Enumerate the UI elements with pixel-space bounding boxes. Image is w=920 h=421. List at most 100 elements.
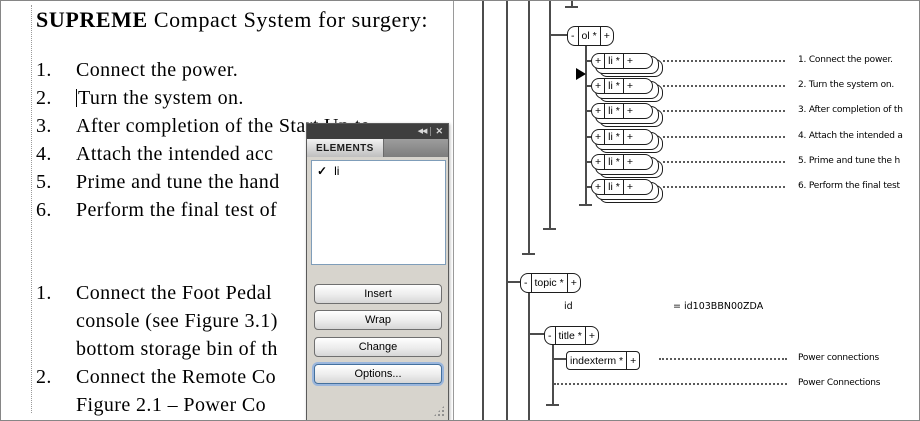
text-frame-border	[31, 5, 32, 413]
document-title-rest: Compact System for surgery:	[147, 7, 429, 32]
expand-button[interactable]: +	[622, 54, 636, 68]
expand-button[interactable]: +	[626, 352, 639, 369]
change-button[interactable]: Change	[314, 337, 442, 357]
element-name-label[interactable]: li *	[604, 54, 623, 68]
element-option-label: li	[334, 164, 340, 178]
expand-button[interactable]: +	[622, 79, 636, 93]
element-name-label[interactable]: li *	[604, 79, 623, 93]
dotted-leader	[663, 85, 785, 87]
document-title: SUPREME Compact System for surgery:	[36, 7, 428, 33]
tree-line-end	[543, 228, 556, 230]
tree-line-end	[522, 253, 535, 255]
tree-line-end	[579, 204, 592, 206]
element-name-label[interactable]: li *	[604, 104, 623, 118]
collapse-button[interactable]: -	[524, 277, 528, 289]
element-name-label[interactable]: li *	[604, 180, 623, 194]
attribute-name[interactable]: id	[564, 301, 573, 312]
text-snippet: 6. Perform the final test	[798, 181, 900, 191]
text-snippet: 5. Prime and tune the h	[798, 156, 900, 166]
dotted-leader	[663, 186, 785, 188]
tree-line	[571, 1, 573, 6]
doc-list-item: 4.Attach the intended acc	[36, 143, 274, 165]
insertion-point-arrow	[576, 68, 586, 80]
tab-elements[interactable]: ELEMENTS	[307, 139, 384, 157]
element-node-title[interactable]: - title * +	[544, 326, 599, 345]
element-node-ol[interactable]: - ol * +	[567, 26, 614, 46]
list-item-li[interactable]: ✓ li	[312, 161, 445, 181]
elements-panel: ◀◀ ✕ ELEMENTS ✓ li Insert Wrap Change Op…	[306, 123, 449, 420]
doc-list-item: 6.Perform the final test of	[36, 199, 278, 221]
text-snippet: Power connections	[798, 353, 879, 363]
expand-button[interactable]: +	[622, 180, 636, 194]
element-node-li[interactable]: +li *+	[591, 154, 663, 178]
element-name-label[interactable]: ol *	[577, 27, 600, 45]
doc-list-item: 2.Connect the Remote Co	[36, 366, 277, 388]
element-node-li[interactable]: +li *+	[591, 179, 663, 203]
tree-line	[506, 281, 520, 283]
collapse-button[interactable]: -	[548, 329, 552, 342]
expand-button[interactable]: +	[595, 80, 602, 92]
element-node-li[interactable]: +li *+	[591, 78, 663, 102]
tree-line	[585, 110, 591, 112]
expand-button[interactable]: +	[584, 327, 598, 344]
tree-line-end	[565, 6, 578, 8]
options-button[interactable]: Options...	[314, 364, 442, 384]
doc-list-item: console (see Figure 3.1)	[76, 310, 278, 332]
expand-button[interactable]: +	[595, 181, 602, 193]
tree-line-end	[546, 404, 559, 406]
tree-line	[585, 186, 591, 188]
element-name-label[interactable]: indexterm *	[570, 354, 624, 367]
dotted-leader	[659, 358, 787, 360]
tree-line	[506, 1, 508, 420]
tree-line	[482, 1, 484, 420]
expand-button[interactable]: +	[595, 55, 602, 67]
tree-line	[585, 136, 591, 138]
doc-list-item: 1.Connect the Foot Pedal	[36, 282, 272, 304]
expand-button[interactable]: +	[595, 156, 602, 168]
element-node-indexterm[interactable]: indexterm * +	[566, 351, 641, 370]
attribute-value[interactable]: id103BBN00ZDA	[684, 301, 764, 312]
expand-button[interactable]: +	[595, 105, 602, 117]
expand-button[interactable]: +	[622, 104, 636, 118]
collapse-button[interactable]: -	[571, 30, 575, 42]
tree-line	[585, 85, 591, 87]
expand-button[interactable]: +	[566, 274, 580, 292]
element-node-li[interactable]: +li *+	[591, 129, 663, 153]
attribute-equals: =	[673, 301, 681, 312]
text-snippet: 1. Connect the power.	[798, 55, 893, 65]
expand-button[interactable]: +	[622, 130, 636, 144]
dotted-leader	[663, 136, 785, 138]
expand-button[interactable]: +	[622, 155, 636, 169]
element-node-li[interactable]: +li *+	[591, 103, 663, 127]
text-snippet: Power Connections	[798, 378, 881, 388]
expand-button[interactable]: +	[595, 131, 602, 143]
dotted-leader	[663, 110, 785, 112]
element-name-label[interactable]: li *	[604, 155, 623, 169]
element-name-label[interactable]: topic *	[530, 274, 567, 292]
element-node-li[interactable]: +li *+	[591, 53, 663, 77]
collapse-panel-icon[interactable]: ◀◀	[417, 128, 428, 135]
dotted-leader	[554, 383, 787, 385]
tree-line	[585, 60, 591, 62]
text-snippet: 3. After completion of th	[798, 105, 903, 115]
doc-list-item: 2.Turn the system on.	[36, 87, 244, 109]
element-name-label[interactable]: title *	[554, 327, 585, 344]
element-node-topic[interactable]: - topic * +	[520, 273, 581, 293]
valid-elements-list[interactable]: ✓ li	[311, 160, 446, 265]
resize-grip[interactable]	[433, 405, 445, 417]
tree-line	[549, 1, 551, 228]
document-title-bold: SUPREME	[36, 7, 148, 32]
dotted-leader	[663, 60, 785, 62]
panel-titlebar[interactable]: ◀◀ ✕	[307, 124, 448, 139]
doc-list-item: bottom storage bin of th	[76, 338, 278, 360]
doc-list-item: 5.Prime and tune the hand	[36, 171, 280, 193]
wrap-button[interactable]: Wrap	[314, 310, 442, 330]
tree-line	[528, 291, 530, 420]
doc-list-item: Figure 2.1 – Power Co	[76, 394, 267, 416]
element-name-label[interactable]: li *	[604, 130, 623, 144]
expand-button[interactable]: +	[599, 27, 613, 45]
close-icon[interactable]: ✕	[435, 126, 443, 136]
insert-button[interactable]: Insert	[314, 284, 442, 304]
valid-check-icon: ✓	[317, 164, 328, 178]
